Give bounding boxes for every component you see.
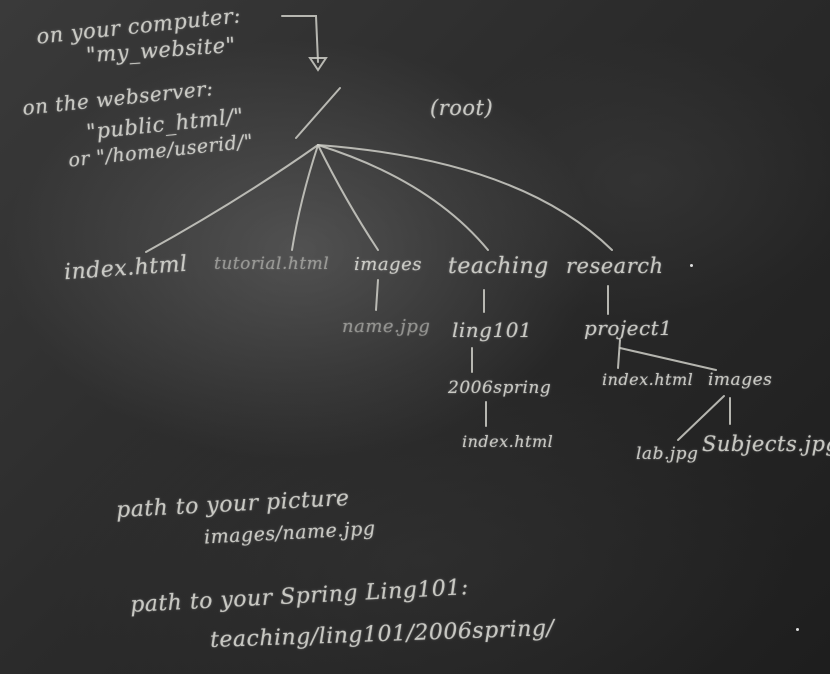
branch-images-child [375,279,379,311]
node-subjects-jpg: Subjects.jpg [702,432,830,456]
node-name-jpg: name.jpg [342,316,431,337]
node-project-index: index.html [602,370,694,389]
branch-index [145,144,319,253]
node-teaching-index: index.html [462,432,554,451]
branch-images [317,144,379,251]
branch-tutorial [291,144,319,251]
node-images: images [354,254,422,275]
branch-teaching [317,144,489,251]
root-label: (root) [430,96,494,120]
node-research: research [566,254,664,278]
arrow-line [281,15,319,63]
branch-project-images [619,347,717,371]
arrow-head [308,57,328,72]
branch-project-index [617,339,621,369]
node-2006spring: 2006spring [448,378,552,398]
node-teaching: teaching [448,254,549,279]
node-project-images: images [708,370,773,390]
chalk-speck [690,264,693,267]
chalk-speck [796,628,799,631]
root-slash-line [295,87,341,139]
node-tutorial-html: tutorial.html [214,254,330,274]
node-ling101: ling101 [452,318,533,342]
node-lab-jpg: lab.jpg [636,444,699,464]
branch-images-lab [677,395,725,441]
node-project1: project1 [584,316,673,340]
branch-research [317,144,613,251]
